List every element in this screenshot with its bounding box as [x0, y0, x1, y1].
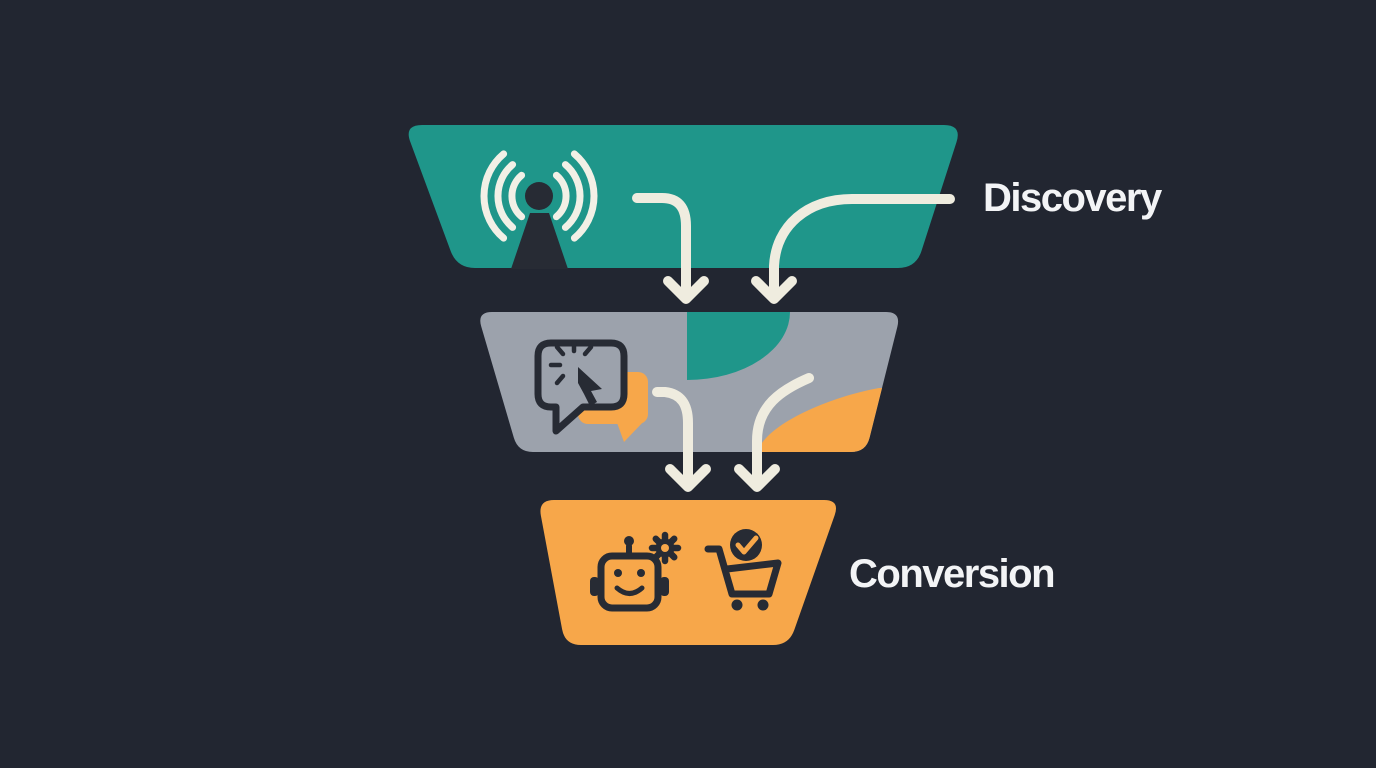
- funnel-stage-top: [408, 125, 958, 269]
- signal-wave-right-2: [561, 161, 584, 231]
- broadcast-icon: [480, 150, 598, 269]
- arrow-mid-right: [734, 373, 814, 492]
- robot-smile: [614, 585, 645, 596]
- arrow-top-right: [751, 194, 955, 304]
- robot-ear-right: [660, 577, 669, 596]
- gear-icon: [648, 531, 682, 565]
- arrowhead: [751, 276, 797, 304]
- robot-eye-left: [614, 569, 622, 577]
- funnel-stage-bottom: [540, 500, 837, 645]
- arrowhead: [665, 464, 711, 492]
- funnel-stage-middle: [480, 312, 899, 452]
- cart-wheel-left: [731, 599, 743, 611]
- stage-label-conversion: Conversion: [849, 552, 1056, 596]
- click-rays: [548, 339, 594, 386]
- click-cursor: [548, 339, 602, 406]
- robot-antenna-ball: [624, 536, 634, 546]
- click-chat-icon: [534, 339, 648, 442]
- arrowhead: [734, 464, 780, 492]
- cart-wheel-right: [757, 599, 769, 611]
- signal-wave-left-1: [508, 171, 526, 221]
- signal-wave-right-1: [552, 171, 570, 221]
- chat-bubble-back-tail: [616, 420, 645, 442]
- teal-wedge: [687, 312, 791, 380]
- robot-ear-left: [590, 577, 599, 596]
- signal-wave-left-3: [480, 150, 508, 242]
- check-badge: [730, 529, 762, 561]
- signal-wave-left-2: [494, 161, 517, 231]
- stage-label-discovery: Discovery: [983, 176, 1162, 220]
- conversion-trapezoid: [540, 500, 837, 645]
- robot-eye-right: [637, 569, 645, 577]
- check-mark: [735, 535, 759, 555]
- signal-wave-right-3: [570, 150, 598, 242]
- arrow-mid-left: [652, 387, 711, 492]
- gear-hole: [661, 544, 669, 552]
- broadcast-dot: [525, 182, 553, 210]
- broadcast-tower: [511, 213, 568, 269]
- arrowhead: [663, 276, 709, 304]
- robot-head: [597, 552, 662, 612]
- robot-gear-icon: [590, 531, 682, 612]
- cursor-pointer: [578, 367, 602, 406]
- cart-body: [704, 545, 782, 598]
- arrow-top-left: [632, 193, 709, 304]
- cart-check-icon: [704, 529, 782, 611]
- flow-arrows: [632, 193, 955, 492]
